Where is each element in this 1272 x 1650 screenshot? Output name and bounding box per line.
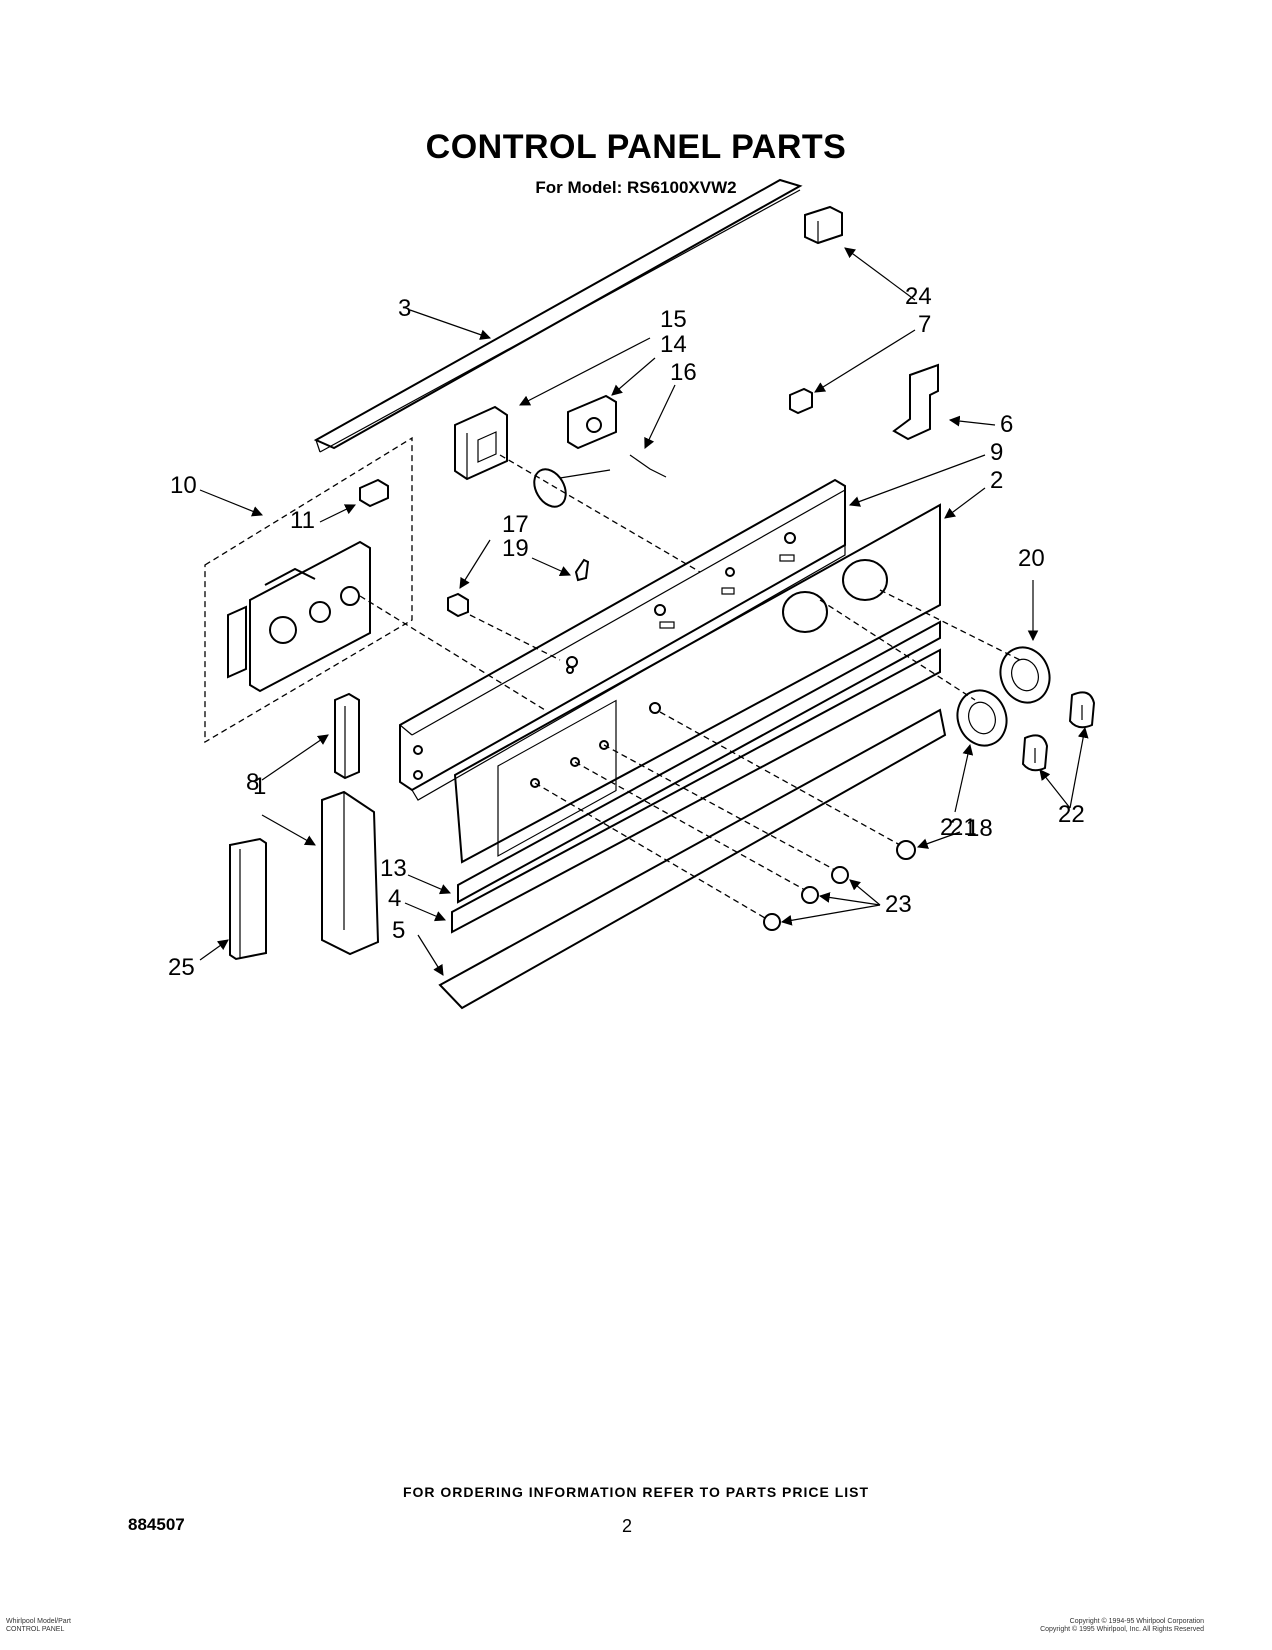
page-number: 2 [622, 1516, 633, 1536]
callout-4: 4 [388, 885, 401, 912]
part-17-clip [447, 592, 469, 618]
part-1-end-cap [321, 790, 380, 956]
part-3-top-trim [313, 178, 803, 453]
part-22-knob-lower [1021, 734, 1049, 772]
document-number: 884507 [128, 1515, 185, 1534]
leader-arrows [199, 247, 1089, 976]
callout-20: 20 [1018, 545, 1045, 572]
fine-print-right-line2: Copyright © 1995 Whirlpool, Inc. All Rig… [1040, 1626, 1204, 1633]
part-18-nut [896, 840, 916, 860]
callout-6: 6 [1000, 411, 1013, 438]
alignment-lines [359, 454, 1021, 919]
part-21-bezel [956, 689, 1008, 747]
callout-5: 5 [392, 917, 405, 944]
callout-14: 14 [660, 331, 687, 358]
part-20-bezel [999, 646, 1051, 704]
callout-1: 1 [253, 773, 266, 800]
callout-7: 7 [918, 311, 931, 338]
callout-13: 13 [380, 855, 407, 882]
callout-18: 18 [966, 815, 993, 842]
part-15-switch [454, 405, 508, 481]
callout-17: 17 [502, 511, 529, 538]
callout-19: 19 [502, 535, 529, 562]
part-23-nuts [763, 866, 849, 931]
callout-11: 11 [290, 507, 315, 534]
fine-print-left: Whirlpool Model/Part CONTROL PANEL [6, 1618, 71, 1634]
part-13-strip [457, 620, 941, 904]
callout-16: 16 [670, 359, 697, 386]
callout-25: 25 [168, 954, 195, 981]
part-22-knob-upper [1068, 691, 1096, 729]
callout-3: 3 [398, 295, 411, 322]
part-11-lamp-socket [359, 478, 389, 508]
callout-9: 9 [990, 439, 1003, 466]
callout-10: 10 [170, 472, 197, 499]
model-subtitle: For Model: RS6100XVW2 [535, 178, 737, 197]
ordering-info-footer: FOR ORDERING INFORMATION REFER TO PARTS … [402, 1484, 870, 1500]
page-title: CONTROL PANEL PARTS [425, 128, 847, 166]
part-8-bracket [334, 692, 360, 780]
part-6-bracket [892, 363, 939, 441]
fine-print-right-line1: Copyright © 1994-95 Whirlpool Corporatio… [1069, 1618, 1204, 1625]
part-7-clip [789, 387, 813, 415]
fine-print-left-line2: CONTROL PANEL [6, 1626, 65, 1633]
part-24-clip [804, 205, 843, 245]
part-25-side-strip [229, 837, 267, 961]
callout-24: 24 [905, 283, 932, 310]
part-19-clip [574, 558, 590, 582]
callout-21: 21 [950, 814, 977, 841]
part-16-bulb [533, 454, 667, 508]
callout-8: 8 [246, 769, 259, 796]
part-10-clock-assembly [204, 436, 413, 744]
fine-print-left-line1: Whirlpool Model/Part [6, 1618, 71, 1625]
part-5-trim [438, 708, 947, 1010]
callout-2-lower: 2 [940, 814, 953, 841]
callout-15: 15 [660, 306, 687, 333]
part-2-control-panel [453, 503, 941, 864]
part-9-control-frame [399, 478, 846, 801]
callout-2-upper: 2 [990, 467, 1003, 494]
part-14-switch [567, 394, 617, 450]
callout-23: 23 [885, 891, 912, 918]
fine-print-right: Copyright © 1994-95 Whirlpool Corporatio… [1040, 1618, 1204, 1634]
part-4-trim [451, 648, 941, 934]
callout-22: 22 [1058, 801, 1085, 828]
